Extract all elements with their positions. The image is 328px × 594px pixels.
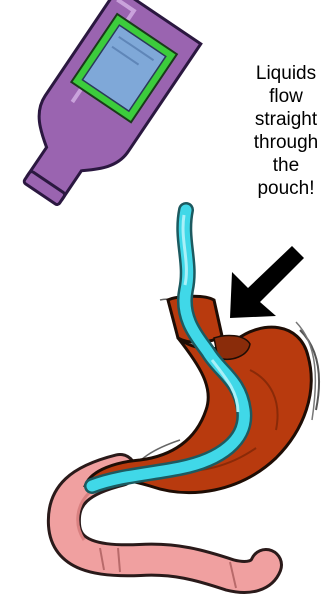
caption-line: straight xyxy=(244,108,328,131)
caption-line: the xyxy=(244,154,328,177)
arrow-icon xyxy=(230,246,304,318)
caption-line: through xyxy=(244,131,328,154)
caption-line: pouch! xyxy=(244,177,328,200)
caption-line: Liquids xyxy=(244,62,328,85)
bottle-icon xyxy=(0,0,201,221)
caption-text: Liquids flow straight through the pouch! xyxy=(244,62,328,200)
caption-line: flow xyxy=(244,85,328,108)
